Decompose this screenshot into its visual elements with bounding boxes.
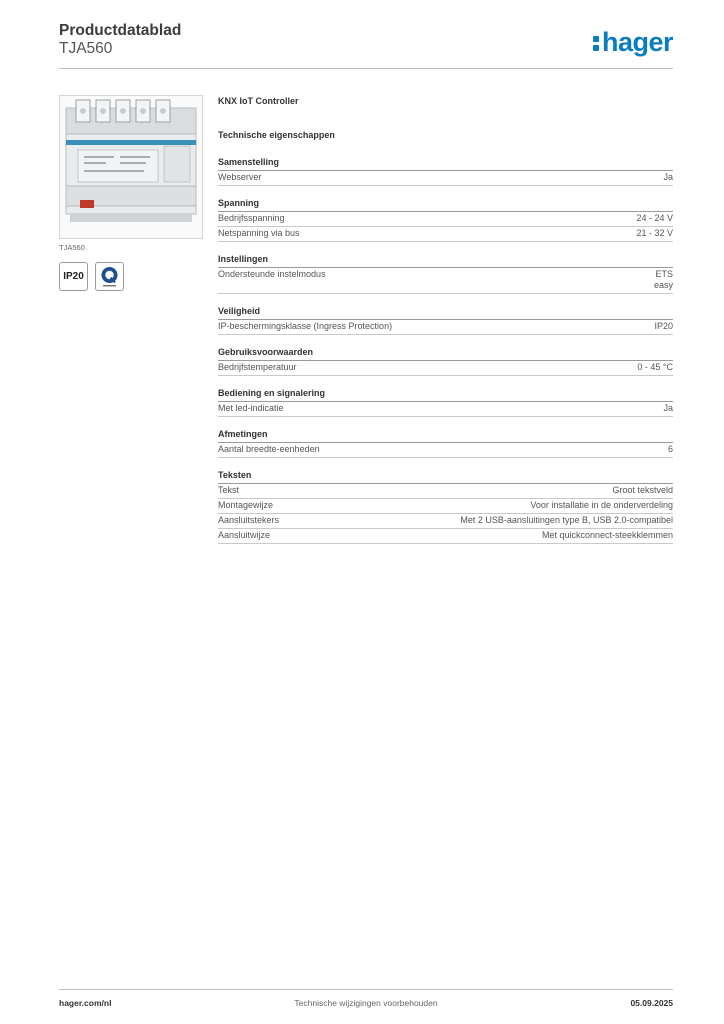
knx-controller-device-icon (65, 99, 197, 222)
spec-label: Aantal breedte-eenheden (218, 444, 320, 454)
spec-row: Montagewijze Voor installatie in de onder… (218, 499, 673, 514)
ip20-badge: IP20 (59, 262, 88, 291)
spec-label: Netspanning via bus (218, 228, 300, 238)
spec-value: 21 - 32 V (636, 228, 673, 238)
disclaimer: Technische wijzigingen voorbehouden (294, 998, 438, 1008)
section-title: Bediening en signalering (218, 388, 673, 402)
spec-value-group: IP20 (654, 321, 673, 332)
spec-value: Voor installatie in de onderverdeling (530, 500, 673, 510)
spec-row: Webserver Ja (218, 171, 673, 186)
spec-label: IP-beschermingsklasse (Ingress Protectio… (218, 321, 393, 331)
spec-value-group: Ja (663, 172, 673, 183)
spec-value: Met 2 USB-aansluitingen type B, USB 2.0-… (460, 515, 673, 525)
spec-value-group: 0 - 45 °C (637, 362, 673, 373)
product-name: KNX IoT Controller (218, 96, 299, 106)
spec-value-group: 6 (668, 444, 673, 455)
spec-row: Bedrijfstemperatuur 0 - 45 °C (218, 361, 673, 376)
quality-q-icon (101, 267, 118, 287)
spec-value-group: Met 2 USB-aansluitingen type B, USB 2.0-… (460, 515, 673, 526)
quality-mark-icon (95, 262, 124, 291)
page-header: Productdatablad TJA560 hager (59, 22, 674, 69)
logo-colon-icon (592, 32, 600, 52)
spec-value: IP20 (654, 321, 673, 331)
spec-label: Webserver (218, 172, 262, 182)
spec-value: Met quickconnect-steekklemmen (541, 530, 673, 540)
section-title: Gebruiksvoorwaarden (218, 347, 673, 361)
spec-value: Ja (663, 403, 673, 413)
section-title: Instellingen (218, 254, 673, 268)
spec-label: Ondersteunde instelmodus (218, 269, 326, 279)
spec-value-group: Met quickconnect-steekklemmen (542, 530, 673, 541)
specifications: KNX IoT Controller Technische eigenschap… (218, 96, 673, 544)
website-link[interactable]: hager.com/nl (59, 998, 112, 1008)
spec-value: Ja (663, 172, 673, 182)
spec-value: 6 (667, 444, 673, 454)
page-footer: hager.com/nl Technische wijzigingen voor… (59, 989, 673, 1012)
spec-row: Tekst Groot tekstveld (218, 484, 673, 499)
product-image (59, 95, 203, 239)
document-title: Productdatablad (59, 22, 182, 39)
section-title: Samenstelling (218, 157, 673, 171)
spec-value-group: Voor installatie in de onderverdeling (530, 500, 673, 511)
section-title: Afmetingen (218, 429, 673, 443)
spec-label: Montagewijze (218, 500, 274, 510)
image-caption: TJA560 (59, 243, 85, 252)
spec-label: Met led-indicatie (218, 403, 284, 413)
spec-row: Bedrijfsspanning 24 - 24 V (218, 212, 673, 227)
spec-row: Met led-indicatie Ja (218, 402, 673, 417)
spec-value: ETS (655, 269, 673, 279)
spec-value: easy (653, 280, 673, 290)
section-title: Spanning (218, 198, 673, 212)
product-code: TJA560 (59, 40, 113, 57)
hager-logo: hager (592, 27, 674, 57)
document-date: 05.09.2025 (630, 998, 673, 1008)
spec-label: Aansluitstekers (218, 515, 280, 525)
spec-row: IP-beschermingsklasse (Ingress Protectio… (218, 320, 673, 335)
spec-row: Aantal breedte-eenheden 6 (218, 443, 673, 458)
spec-value-group: Groot tekstveld (612, 485, 673, 496)
section-title: Veiligheid (218, 306, 673, 320)
spec-label: Bedrijfstemperatuur (218, 362, 297, 372)
spec-label: Bedrijfsspanning (218, 213, 285, 223)
spec-label: Aansluitwijze (218, 530, 271, 540)
logo-text: hager (601, 27, 674, 57)
spec-value: 24 - 24 V (636, 213, 673, 223)
spec-value: 0 - 45 °C (637, 362, 673, 372)
technical-properties-title: Technische eigenschappen (218, 130, 335, 140)
spec-value: Groot tekstveld (612, 485, 673, 495)
section-title: Teksten (218, 470, 673, 484)
spec-row: Netspanning via bus 21 - 32 V (218, 227, 673, 242)
spec-value-group: 21 - 32 V (636, 228, 673, 239)
spec-value-group: 24 - 24 V (636, 213, 673, 224)
spec-label: Tekst (218, 485, 240, 495)
spec-row: Aansluitstekers Met 2 USB-aansluitingen t… (218, 514, 673, 529)
spec-value-group: Ja (663, 403, 673, 414)
spec-row: Aansluitwijze Met quickconnect-steekklemm… (218, 529, 673, 544)
